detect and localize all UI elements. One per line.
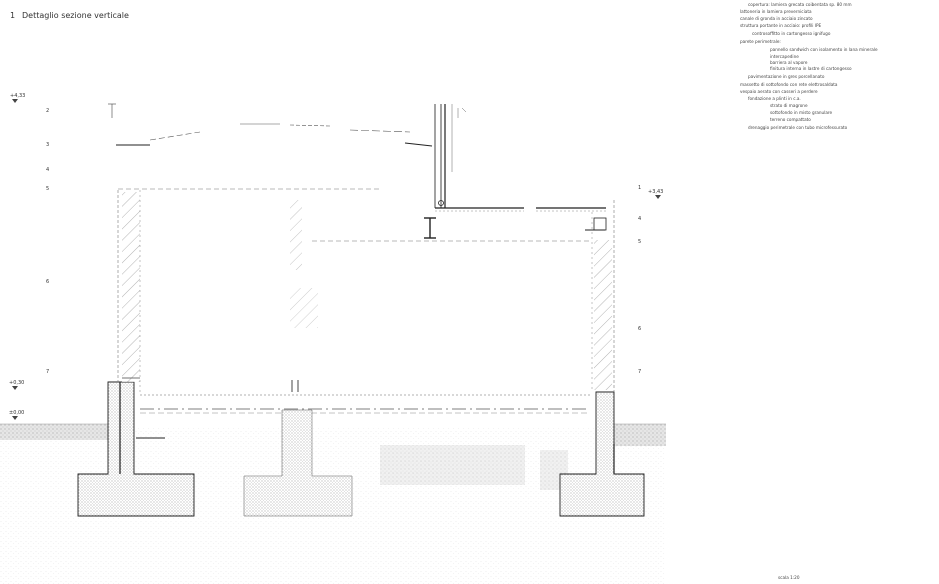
note-item: intercapedine	[770, 54, 799, 59]
drawing-title: Dettaglio sezione verticale	[22, 11, 129, 20]
level-marker-ground-left: ±0,00	[9, 410, 24, 420]
level-marker-floor-left: +0,30	[9, 380, 24, 390]
callout-left-2: 2	[46, 108, 49, 114]
title-number: 1	[10, 11, 15, 20]
note-item: strato di magrone	[770, 103, 808, 108]
footing-right	[559, 391, 645, 517]
callout-right-4: 4	[638, 216, 641, 222]
callout-left-5: 5	[46, 186, 49, 192]
note-item: lattoneria in lamiera preverniciata	[740, 9, 812, 14]
roof-profile	[108, 103, 433, 147]
note-item: drenaggio perimetrale con tubo microfess…	[748, 125, 848, 130]
svg-text:+3,43: +3,43	[648, 189, 663, 195]
wall-right	[585, 200, 615, 392]
note-item: struttura portante in acciaio: profili I…	[740, 23, 822, 28]
footer-note: scala 1:20	[778, 575, 800, 580]
note-item: sottofondo in misto granulare	[770, 110, 833, 115]
parapet-panel	[434, 104, 467, 208]
note-item: fondazione a plinti in c.a.	[748, 96, 801, 101]
callout-right-6: 6	[638, 326, 641, 332]
note-item: massetto di sottofondo con rete elettros…	[740, 82, 838, 87]
callout-left-6: 6	[46, 279, 49, 285]
note-item: pannello sandwich con isolamento in lana…	[770, 47, 878, 52]
floor-slab	[140, 394, 590, 414]
svg-text:+4,33: +4,33	[10, 93, 25, 99]
footing-left	[77, 381, 195, 517]
level-marker-top-left: +4,33	[10, 93, 25, 103]
note-item: pavimentazione in gres porcellanato	[748, 74, 825, 79]
svg-text:+0,30: +0,30	[9, 380, 24, 386]
i-beam-icon	[424, 217, 436, 239]
notes-list: copertura: lamiera grecata coibentata sp…	[740, 2, 878, 130]
callout-right-1: 1	[638, 185, 641, 191]
callout-right-5: 5	[638, 239, 641, 245]
svg-text:±0,00: ±0,00	[9, 410, 24, 416]
note-item: finitura interna in lastre di cartongess…	[770, 66, 852, 71]
flat-roof-right	[435, 207, 606, 212]
note-item: vespaio aerato con casseri a perdere	[740, 89, 818, 94]
callout-right-7: 7	[638, 369, 641, 375]
ceiling-left	[118, 188, 590, 242]
footing-middle	[243, 409, 353, 517]
note-item: barriera al vapore	[770, 60, 808, 65]
note-item: parete perimetrale:	[740, 39, 781, 44]
column-middle	[290, 200, 318, 392]
callout-left-7: 7	[46, 369, 49, 375]
wall-left	[117, 190, 141, 395]
note-item: controsoffitto in cartongesso ignifugo	[752, 31, 831, 36]
note-item: terreno compattato	[770, 117, 811, 122]
level-marker-top-right: +3,43	[648, 189, 663, 199]
note-item: canale di gronda in acciaio zincato	[740, 16, 813, 21]
callout-left-4: 4	[46, 167, 49, 173]
gravel-subbase	[380, 445, 568, 490]
callout-left-3: 3	[46, 142, 49, 148]
note-item: copertura: lamiera grecata coibentata sp…	[748, 2, 852, 7]
